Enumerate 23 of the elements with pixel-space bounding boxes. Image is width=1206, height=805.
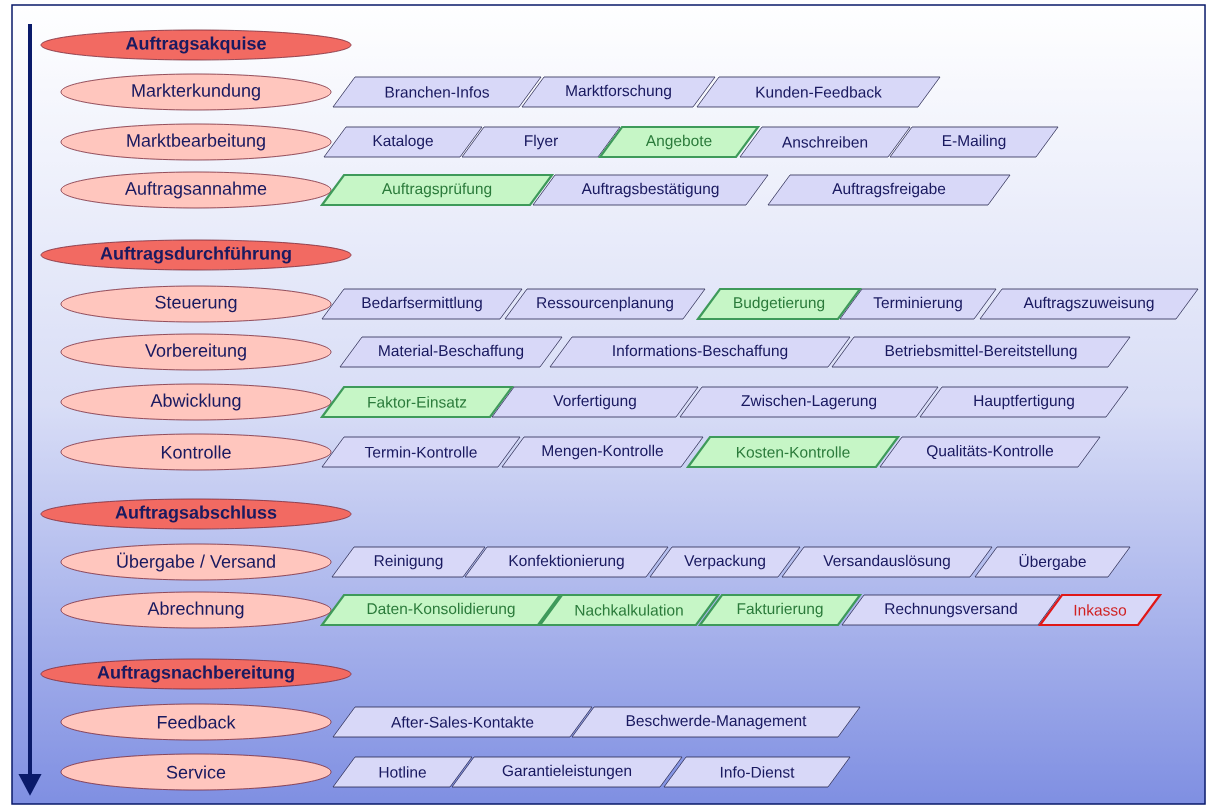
task-parallelogram: E-Mailing	[889, 126, 1059, 158]
task-parallelogram: Material-Beschaffung	[339, 336, 563, 368]
task-parallelogram: Auftragszuweisung	[979, 288, 1199, 320]
task-parallelogram: Informations-Beschaffung	[549, 336, 851, 368]
task-parallelogram: Hotline	[332, 756, 473, 788]
task-parallelogram: Übergabe	[974, 546, 1131, 578]
task-parallelogram: Verpackung	[649, 546, 801, 578]
task-parallelogram: Auftragsbestätigung	[532, 174, 769, 206]
task-parallelogram: After-Sales-Kontakte	[332, 706, 593, 738]
task-parallelogram: Garantieleistungen	[451, 756, 683, 788]
task-parallelogram: Terminierung	[839, 288, 997, 320]
task-parallelogram: Auftragsfreigabe	[767, 174, 1011, 206]
task-parallelogram: Zwischen-Lagerung	[679, 386, 939, 418]
task-parallelogram: Reinigung	[331, 546, 486, 578]
task-parallelogram: Kataloge	[323, 126, 483, 158]
task-parallelogram: Qualitäts-Kontrolle	[879, 436, 1101, 468]
node-label: Auftragszuweisung	[1023, 296, 1154, 312]
task-parallelogram: Flyer	[461, 126, 621, 158]
task-parallelogram: Rechnungsversand	[841, 594, 1061, 626]
task-parallelogram: Betriebsmittel-Bereitstellung	[831, 336, 1131, 368]
task-parallelogram: Anschreiben	[739, 126, 911, 158]
task-parallelogram: Beschwerde-Management	[571, 706, 861, 738]
task-parallelogram: Kunden-Feedback	[696, 76, 941, 108]
